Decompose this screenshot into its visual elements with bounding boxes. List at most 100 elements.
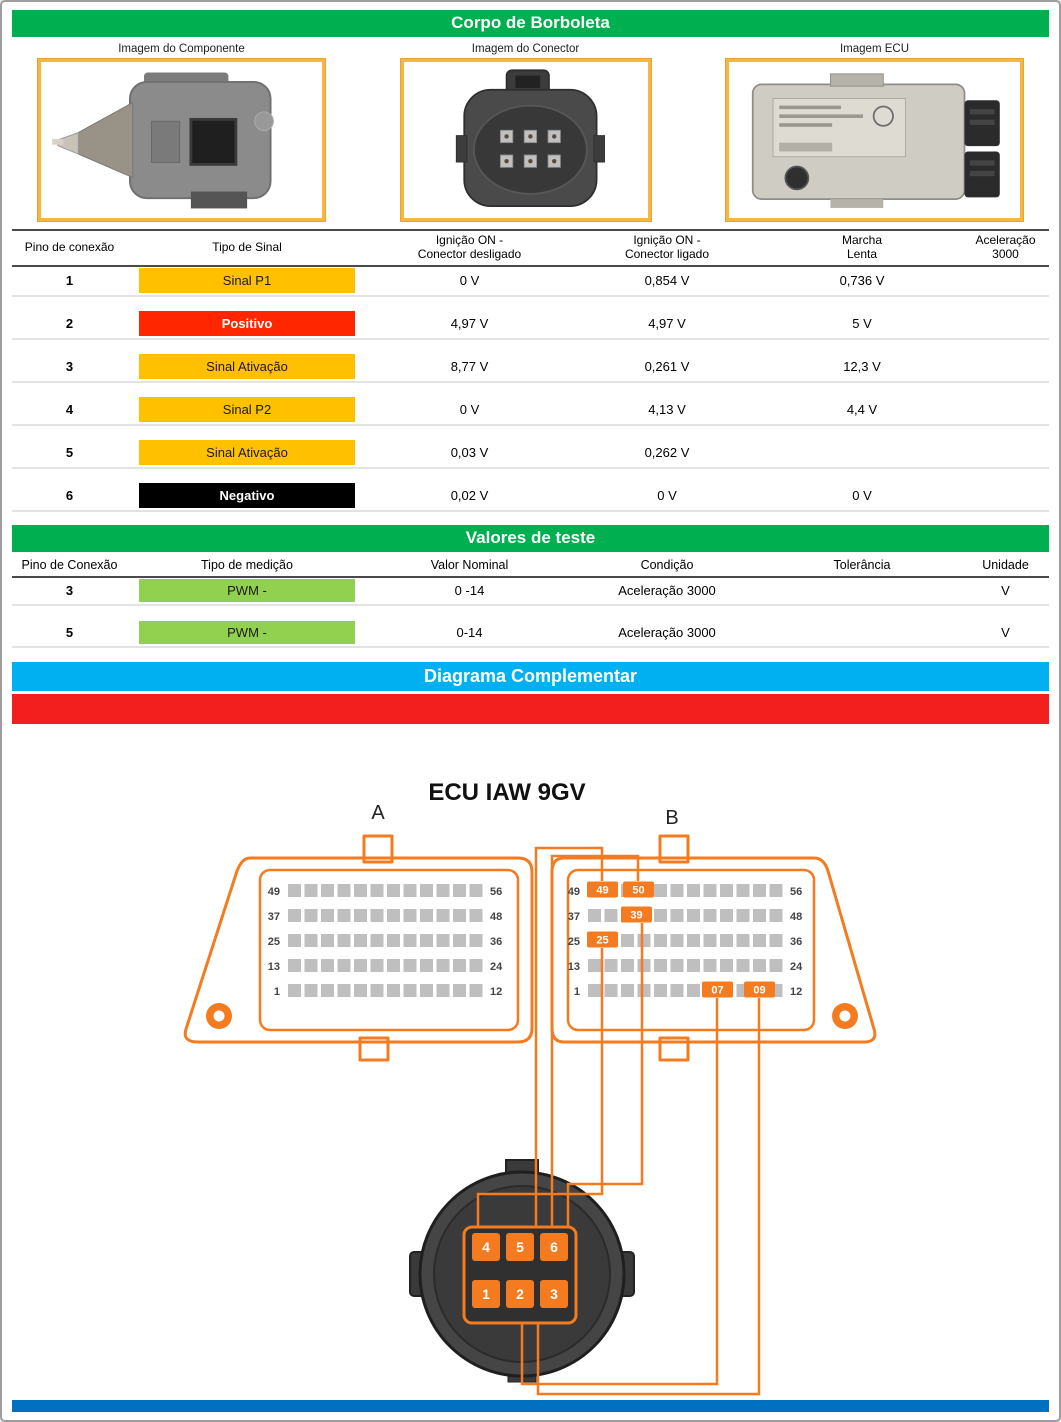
value-idle: 0,736 V — [839, 273, 885, 289]
header-nominal: Valor Nominal — [430, 557, 509, 572]
wiring-lines — [476, 846, 761, 1395]
table-row: 5 Sinal Ativação 0,03 V 0,262 V — [12, 439, 1049, 469]
row-label: 37 — [568, 911, 580, 923]
measure-type-badge: PWM - — [139, 579, 355, 603]
row-label: 13 — [568, 961, 580, 973]
component-image-block: Imagem do Componente — [37, 43, 326, 222]
signal-type-badge: Sinal P1 — [139, 268, 355, 294]
connector-image — [399, 58, 652, 222]
condition-value: Aceleração 3000 — [618, 625, 716, 641]
component-illustration — [52, 72, 274, 209]
complementary-diagram-title: Diagrama Complementar — [12, 661, 1049, 691]
connector-pin: 2 — [516, 1286, 524, 1302]
ecu-image — [725, 58, 1024, 222]
value-ign-off: 0,02 V — [450, 488, 489, 504]
value-ign-on: 4,13 V — [648, 402, 686, 418]
test-table-header: Pino de Conexão Tipo de medição Valor No… — [12, 556, 1049, 578]
value-ign-off: 0,03 V — [450, 445, 489, 461]
value-idle: 5 V — [852, 316, 872, 332]
unit-value: V — [1001, 583, 1010, 599]
signal-type-badge: Sinal P2 — [139, 397, 355, 423]
header-pin: Pino de conexão — [24, 239, 115, 254]
ecu-illustration — [751, 73, 1000, 208]
highlighted-pin: 49 — [596, 884, 608, 896]
row-label: 13 — [268, 961, 280, 973]
connector-image-caption: Imagem do Conector — [471, 43, 580, 55]
row-label: 25 — [568, 936, 580, 948]
ecu-image-block: Imagem ECU — [725, 43, 1024, 222]
pin-number: 2 — [65, 316, 74, 332]
measure-type-badge: PWM - — [139, 621, 355, 645]
value-ign-off: 4,97 V — [450, 316, 489, 332]
wiring-diagram: ECU IAW 9GV A B 49 37 25 13 1 — [183, 779, 877, 1395]
pin-number: 1 — [65, 273, 74, 289]
row-label: 56 — [490, 886, 502, 898]
row-label: 24 — [790, 961, 803, 973]
table-row: 3 PWM - 0 -14 Aceleração 3000 V — [12, 578, 1049, 606]
row-label: 37 — [268, 911, 280, 923]
value-ign-on: 0,261 V — [644, 359, 690, 375]
value-idle: 0 V — [852, 488, 872, 504]
images-row: Imagem do Componente Imagem do Conector — [12, 37, 1049, 227]
pin-number: 3 — [65, 359, 74, 375]
table-row: 2 Positivo 4,97 V 4,97 V 5 V — [12, 310, 1049, 340]
ecu-title: ECU IAW 9GV — [428, 779, 585, 806]
condition-value: Aceleração 3000 — [618, 583, 716, 599]
component-connector-diagram: 4 5 6 1 2 3 — [409, 1158, 635, 1383]
pin-number: 6 — [65, 488, 74, 504]
nominal-value: 0 -14 — [454, 583, 485, 599]
bottom-accent-bar — [12, 1400, 1049, 1412]
unit-value: V — [1001, 625, 1010, 641]
connector-pin: 1 — [482, 1286, 490, 1302]
value-ign-on: 0 V — [657, 488, 677, 504]
row-label: 25 — [268, 936, 280, 948]
table-row: 1 Sinal P1 0 V 0,854 V 0,736 V — [12, 267, 1049, 297]
value-ign-on: 4,97 V — [648, 316, 686, 332]
signal-table-header: Pino de conexão Tipo de Sinal Ignição ON… — [12, 229, 1049, 267]
row-label: 48 — [490, 911, 502, 923]
row-label: 24 — [490, 961, 503, 973]
test-values-title: Valores de teste — [12, 524, 1049, 552]
value-idle: 4,4 V — [846, 402, 878, 418]
header-condition: Condição — [640, 557, 694, 572]
table-row: 3 Sinal Ativação 8,77 V 0,261 V 12,3 V — [12, 353, 1049, 383]
connector-pin: 3 — [550, 1286, 558, 1302]
value-ign-off: 0 V — [459, 273, 480, 289]
nominal-value: 0-14 — [456, 625, 483, 641]
signal-table: Pino de conexão Tipo de Sinal Ignição ON… — [12, 229, 1049, 512]
value-ign-off: 8,77 V — [450, 359, 489, 375]
pin-number: 4 — [65, 402, 74, 418]
value-ign-on: 0,262 V — [644, 445, 690, 461]
component-image-caption: Imagem do Componente — [118, 43, 245, 55]
pin-number: 3 — [65, 583, 74, 599]
highlighted-pin: 39 — [630, 909, 642, 921]
header-unit: Unidade — [982, 557, 1029, 572]
connector-pin: 5 — [516, 1239, 524, 1255]
header-measure-type: Tipo de medição — [201, 557, 293, 572]
highlighted-pin: 25 — [596, 934, 608, 946]
header-pin: Pino de Conexão — [21, 557, 118, 572]
page-title: Corpo de Borboleta — [12, 10, 1049, 37]
row-label: 56 — [790, 886, 802, 898]
highlighted-pin: 09 — [753, 984, 765, 996]
row-label: 1 — [574, 986, 580, 998]
row-label: 36 — [790, 936, 802, 948]
table-row: 4 Sinal P2 0 V 4,13 V 4,4 V — [12, 396, 1049, 426]
component-image — [37, 58, 326, 222]
row-label: 12 — [490, 986, 502, 998]
header-accel: Aceleração 3000 — [975, 233, 1036, 261]
highlighted-pin: 50 — [632, 884, 644, 896]
row-label: 1 — [274, 986, 280, 998]
header-signal-type: Tipo de Sinal — [212, 239, 282, 254]
signal-type-badge: Negativo — [139, 483, 355, 509]
ecu-connector-b: 49 37 25 13 1 56 48 36 24 12 49 — [550, 834, 877, 1062]
signal-type-badge: Sinal Ativação — [139, 440, 355, 466]
row-label: 49 — [568, 886, 580, 898]
row-label: 36 — [490, 936, 502, 948]
ecu-image-caption: Imagem ECU — [839, 43, 910, 55]
connector-image-block: Imagem do Conector — [399, 43, 652, 222]
table-row: 5 PWM - 0-14 Aceleração 3000 V — [12, 620, 1049, 648]
alert-bar — [12, 693, 1049, 724]
signal-type-badge: Positivo — [139, 311, 355, 337]
